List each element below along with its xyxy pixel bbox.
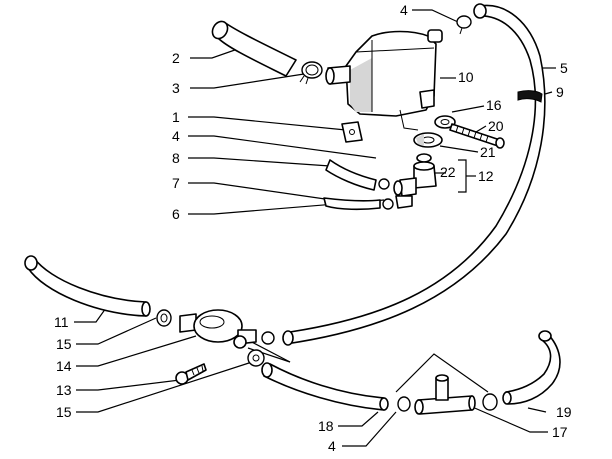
callout-4-top: 4 <box>400 2 408 18</box>
hose-part-7 <box>323 197 381 211</box>
callout-7: 7 <box>172 175 180 191</box>
callout-10: 10 <box>458 69 474 85</box>
clamp-part-4-bottom <box>397 393 498 412</box>
hose-part-11 <box>24 255 151 317</box>
hose-part-8 <box>325 159 377 191</box>
hose-part-2 <box>211 20 297 77</box>
clamp-part-3 <box>299 61 323 85</box>
callout-6: 6 <box>172 206 180 222</box>
clamp-part-4-top <box>456 15 472 35</box>
callout-9: 9 <box>556 84 564 100</box>
callout-2: 2 <box>172 50 180 66</box>
clamp-part-15-lower <box>247 331 275 367</box>
callout-16: 16 <box>486 97 502 113</box>
washer-part-16 <box>434 115 456 129</box>
clamp-part-6 <box>382 198 394 210</box>
grommet-part-21 <box>413 132 443 148</box>
hose-part-19 <box>502 330 561 405</box>
t-fitting-part-17 <box>414 374 476 415</box>
mounting-plate-part-1 <box>341 121 363 143</box>
o-ring-part-22 <box>416 153 432 163</box>
band-part-9 <box>517 90 543 103</box>
callout-4-bottom: 4 <box>328 438 336 454</box>
fitting-part-12 <box>393 161 437 209</box>
callout-21: 21 <box>480 144 496 160</box>
callout-22: 22 <box>440 164 456 180</box>
callout-11: 11 <box>54 314 69 330</box>
callout-4-mid: 4 <box>172 128 180 144</box>
filter-part-14 <box>179 309 257 349</box>
callout-8: 8 <box>172 150 180 166</box>
bolt-part-20 <box>449 123 505 149</box>
callout-14: 14 <box>56 358 72 374</box>
callout-18: 18 <box>318 418 334 434</box>
callout-15-upper: 15 <box>56 336 72 352</box>
callout-12: 12 <box>478 168 494 184</box>
callout-3: 3 <box>172 80 180 96</box>
oil-tank-part-10 <box>325 29 443 131</box>
screw-part-13 <box>175 363 207 385</box>
callout-19: 19 <box>556 404 572 420</box>
hose-part-18 <box>261 362 389 411</box>
callout-17: 17 <box>552 424 568 440</box>
callout-20: 20 <box>488 118 504 134</box>
leader-lines <box>74 9 556 447</box>
callout-13: 13 <box>56 382 72 398</box>
clamp-part-15-upper <box>156 309 172 327</box>
callout-1: 1 <box>172 109 180 125</box>
clamp-part-4-mid <box>378 178 390 190</box>
callout-labels: 4 5 9 2 3 10 1 16 20 4 21 8 22 12 7 6 11… <box>54 2 572 454</box>
callout-15-lower: 15 <box>56 404 72 420</box>
callout-5: 5 <box>560 60 568 76</box>
